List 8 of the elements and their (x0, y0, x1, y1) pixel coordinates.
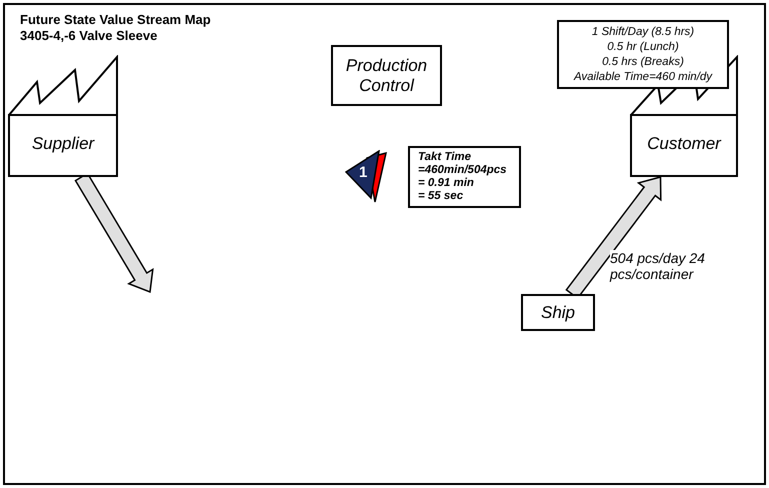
process-box: Production Control (331, 45, 442, 106)
factory-label: Supplier (32, 133, 94, 154)
note-box: 1 Shift/Day (8.5 hrs) 0.5 hr (Lunch) 0.5 hrs (Breaks) Available Time=460 min/dy (557, 20, 729, 89)
process-box: Ship (521, 294, 595, 331)
part-label: 3405-4,-6 Valve Sleeve (20, 28, 158, 44)
diagram-title: Future State Value Stream Map (20, 12, 211, 28)
factory-label: Customer (647, 133, 721, 154)
takt-time-box: Takt Time =460min/504pcs = 0.91 min = 55 sec (408, 146, 521, 208)
